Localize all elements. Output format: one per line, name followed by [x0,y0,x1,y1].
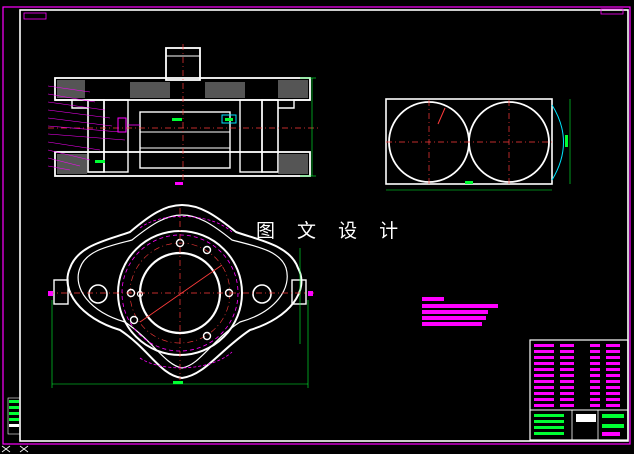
side-view-two-circles [385,98,571,191]
top-left-tag [23,12,47,20]
technical-notes [422,297,498,326]
layer-legend [1,397,29,453]
top-view-flange [48,203,314,388]
watermark-title: 图 文 设 计 [256,220,407,242]
top-right-tag [600,8,624,15]
front-section-view [47,44,318,185]
outer-frame [2,6,631,445]
inner-frame [19,9,629,442]
title-block [529,339,629,441]
